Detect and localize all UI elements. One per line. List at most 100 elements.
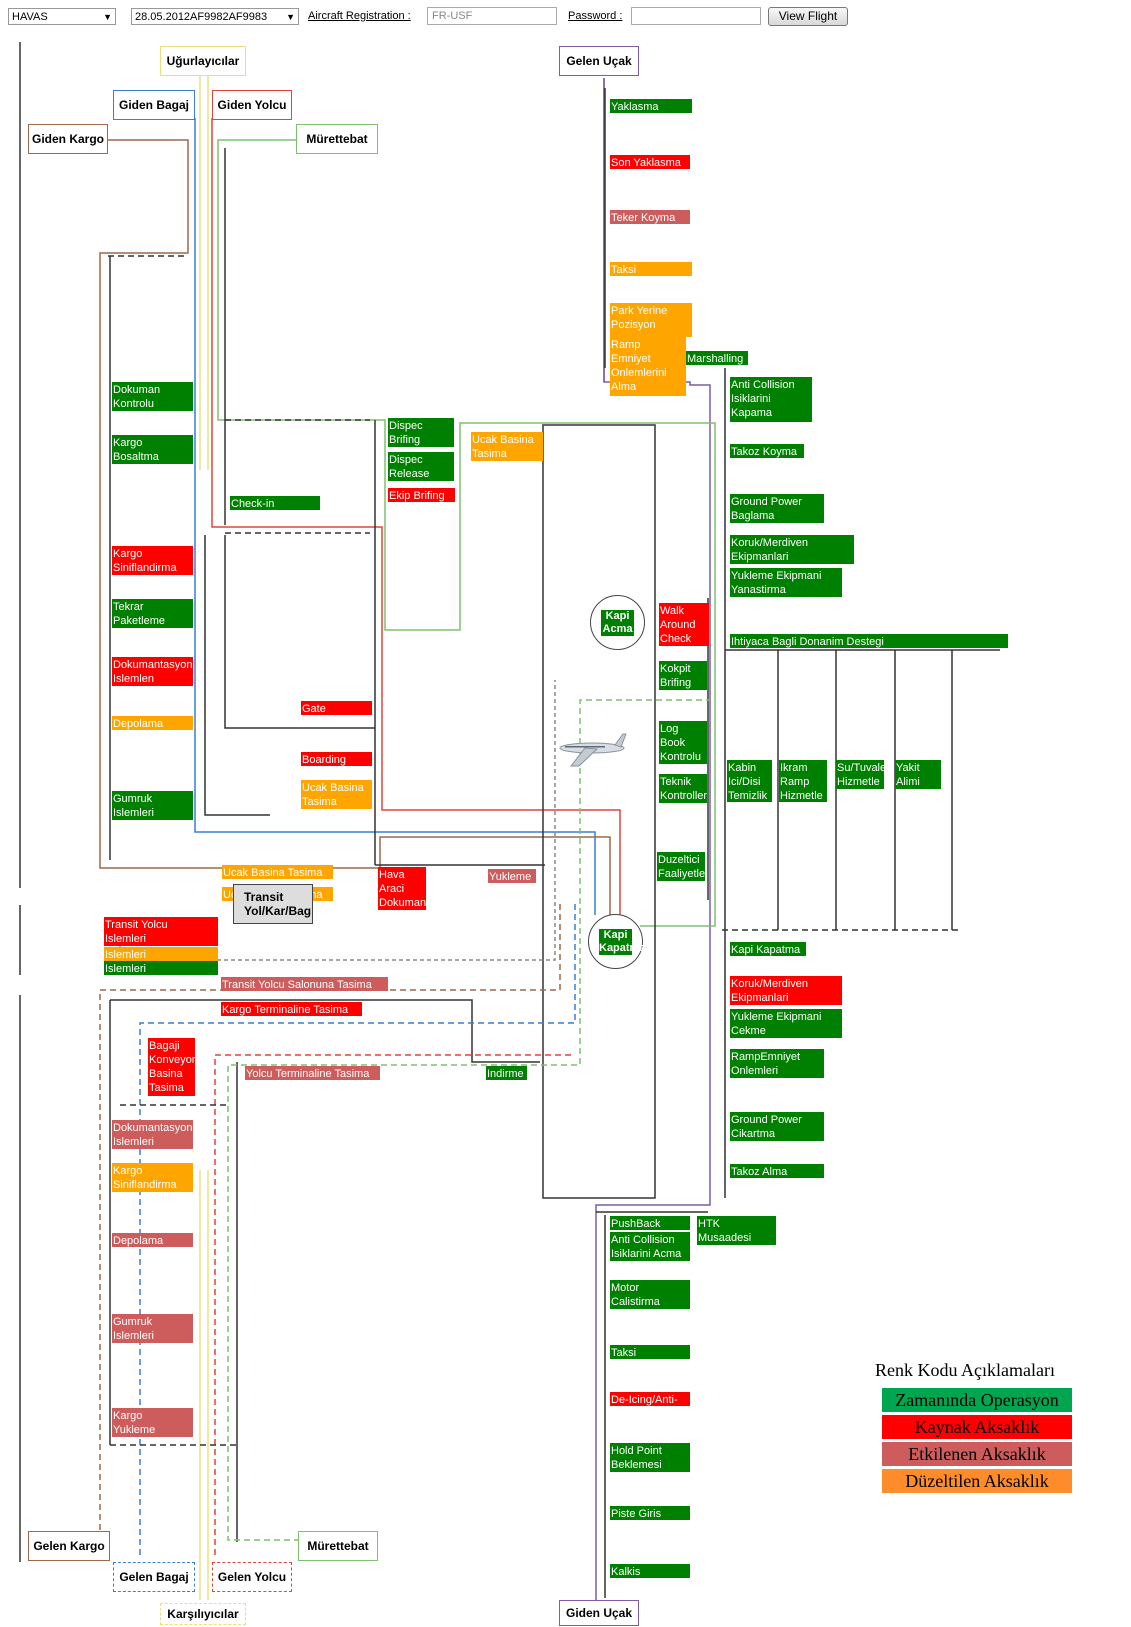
block-gumruk-2: Gumruk Islemleri xyxy=(112,1314,193,1343)
kapi-kapatma-node: Kapi Kapatma xyxy=(588,914,646,969)
block-yaklasma: Yaklasma xyxy=(610,99,692,113)
block-gate: Gate xyxy=(301,701,372,715)
registration-input[interactable]: FR-USF xyxy=(427,7,557,25)
block-ground-power-cikartma: Ground Power Cikartma xyxy=(730,1112,824,1141)
header-karsilayicilar: Karşılıyıcılar xyxy=(160,1603,246,1625)
block-yukleme: Yukleme xyxy=(488,869,536,883)
block-transit-salonu: Transit Yolcu Salonuna Tasima xyxy=(221,977,388,991)
header-gelen-yolcu: Gelen Yolcu xyxy=(212,1562,292,1592)
kapi-acma-label: Kapi Acma xyxy=(601,610,634,636)
block-ramp-emniyet-onlemleri: RampEmniyet Onlemleri xyxy=(730,1049,824,1078)
block-log-book: Log Book Kontrolu xyxy=(659,721,707,764)
header-giden-kargo: Giden Kargo xyxy=(28,124,108,154)
chevron-down-icon: ▼ xyxy=(103,12,112,22)
block-boarding: Boarding xyxy=(301,752,372,766)
block-transit-islemleri-2: Islemleri xyxy=(104,947,218,961)
legend-affected: Etkilenen Aksaklık xyxy=(882,1442,1072,1466)
chevron-down-icon: ▼ xyxy=(286,12,295,22)
block-ramp-emniyet: Ramp Emniyet Onlemlerini Alma xyxy=(610,337,686,396)
block-yukleme-ekipmani: Yukleme Ekipmani Yanastirma xyxy=(730,568,842,597)
block-indirme: Indirme xyxy=(486,1066,527,1080)
block-transit-yolcu: Transit Yolcu Islemleri xyxy=(104,917,218,946)
block-kargo-siniflandirma-2: Kargo Siniflandirma xyxy=(112,1163,193,1192)
block-gumruk: Gumruk Islemleri xyxy=(112,791,193,820)
company-value: HAVAS xyxy=(12,11,48,23)
block-ihtiyaca-bagli: Ihtiyaca Bagli Donanim Destegi xyxy=(730,634,1008,648)
block-kargo-siniflandirma: Kargo Siniflandirma xyxy=(112,546,193,575)
block-htk-musaadesi: HTK Musaadesi xyxy=(697,1216,776,1245)
block-depolama-2: Depolama xyxy=(112,1233,193,1247)
block-kalkis: Kalkis xyxy=(610,1564,690,1578)
block-taksi: Taksi xyxy=(610,262,692,276)
legend-corrected: Düzeltilen Aksaklık xyxy=(882,1469,1072,1493)
block-dispec-release: Dispec Release xyxy=(388,452,454,481)
block-tekrar-paketleme: Tekrar Paketleme xyxy=(112,599,193,628)
registration-label: Aircraft Registration : xyxy=(308,10,411,22)
block-dokumantasyon-2: Dokumantasyon Islemleri xyxy=(112,1120,193,1149)
block-kargo-yukleme: Kargo Yukleme xyxy=(112,1408,193,1437)
transit-box: Transit Yol/Kar/Bag xyxy=(233,884,313,924)
header-murettebat-bottom: Mürettebat xyxy=(298,1531,378,1561)
company-select[interactable]: HAVAS ▼ xyxy=(8,8,116,25)
kapi-acma-node: Kapi Acma xyxy=(590,595,645,650)
block-dispec-brifing: Dispec Brifing xyxy=(388,418,454,447)
block-ucak-basina-yolcu: Ucak Basina Tasima xyxy=(301,780,372,809)
toolbar: HAVAS ▼ 28.05.2012AF9982AF9983 ▼ Aircraft … xyxy=(0,0,1131,30)
block-taksi-2: Taksi xyxy=(610,1345,690,1359)
flight-value: 28.05.2012AF9982AF9983 xyxy=(135,11,268,23)
block-walk-around: Walk Around Check xyxy=(659,603,709,646)
block-ikram: Ikram Ramp Hizmetle xyxy=(779,760,827,802)
header-murettebat-top: Mürettebat xyxy=(296,124,378,154)
block-motor-calistirma: Motor Calistirma xyxy=(610,1280,690,1309)
block-depolama: Depolama xyxy=(112,716,193,730)
password-input[interactable] xyxy=(631,7,761,25)
block-bagaj-konveyor: Bagaji Konveyor Basina Tasima xyxy=(148,1038,195,1096)
airplane-icon xyxy=(559,733,627,767)
block-ground-power-baglama: Ground Power Baglama xyxy=(730,494,824,523)
block-son-yaklasma: Son Yaklasma xyxy=(610,155,690,169)
block-yukleme-ekipmani-cekme: Yukleme Ekipmani Cekme xyxy=(730,1009,842,1038)
block-kokpit-brifing: Kokpit Brifing xyxy=(659,661,707,690)
block-duzeltici: Duzeltici Faaliyetler xyxy=(657,852,705,881)
block-check-in: Check-in xyxy=(230,496,320,510)
flight-select[interactable]: 28.05.2012AF9982AF9983 ▼ xyxy=(131,8,299,25)
legend-source: Kaynak Aksaklık xyxy=(882,1415,1072,1439)
block-ekip-brifing: Ekip Brifing xyxy=(388,488,455,502)
block-dokumantasyon: Dokumantasyon Islemlen xyxy=(112,657,193,686)
password-label: Password : xyxy=(568,10,623,22)
block-su-tuvalet: Su/Tuvalet Hizmetle xyxy=(836,760,884,789)
block-anti-collision-acma: Anti Collision Isiklarini Acma xyxy=(610,1232,690,1261)
legend-on-time: Zamanında Operasyon xyxy=(882,1388,1072,1412)
header-gelen-bagaj: Gelen Bagaj xyxy=(113,1562,195,1592)
block-park-yerine: Park Yerine Pozisyon xyxy=(610,303,692,337)
block-kabin-temizlik: Kabin Ici/Disi Temizlik xyxy=(727,760,772,802)
block-piste-giris: Piste Giris xyxy=(610,1506,690,1520)
legend-title: Renk Kodu Açıklamaları xyxy=(875,1360,1055,1380)
block-de-icing: De-Icing/Anti-Icing xyxy=(610,1392,690,1406)
view-flight-button[interactable]: View Flight xyxy=(768,7,848,26)
header-ugurlayicilar: Uğurlayıcılar xyxy=(160,46,246,76)
block-pushback: PushBack xyxy=(610,1216,690,1230)
block-teknik-kontroller: Teknik Kontroller xyxy=(659,774,707,803)
block-yakit-alimi: Yakit Alimi xyxy=(895,760,941,789)
header-giden-yolcu: Giden Yolcu xyxy=(212,90,292,120)
block-hava-araci: Hava Araci Dokumantasyon xyxy=(378,867,426,910)
block-koruk-merdiven-2: Koruk/Merdiven Ekipmanlari xyxy=(730,976,842,1005)
header-giden-ucak: Giden Uçak xyxy=(559,1600,639,1626)
block-anti-collision-kapama: Anti Collision Isiklarini Kapama xyxy=(730,377,812,422)
block-kapi-kapatma: Kapi Kapatma xyxy=(730,942,806,956)
block-marshalling: Marshalling xyxy=(686,351,748,365)
block-kargo-bosaltma: Kargo Bosaltma xyxy=(112,435,193,464)
header-giden-bagaj: Giden Bagaj xyxy=(113,90,195,120)
block-koruk-merdiven: Koruk/Merdiven Ekipmanlari xyxy=(730,535,854,564)
block-transit-islemleri-3: Islemleri xyxy=(104,961,218,975)
block-kargo-terminali: Kargo Terminaline Tasima xyxy=(221,1002,362,1016)
block-yolcu-terminali: Yolcu Terminaline Tasima xyxy=(245,1066,380,1080)
block-dokuman-kontrolu: Dokuman Kontrolu xyxy=(112,382,193,411)
block-ucak-basina-tasima-1: Ucak Basina Tasima xyxy=(222,865,333,879)
kapi-kapatma-label: Kapi Kapatma xyxy=(599,929,646,955)
block-ucak-basina-crew: Ucak Basina Tasima xyxy=(471,432,543,461)
header-gelen-kargo: Gelen Kargo xyxy=(28,1531,110,1561)
block-hold-point: Hold Point Beklemesi xyxy=(610,1443,690,1472)
